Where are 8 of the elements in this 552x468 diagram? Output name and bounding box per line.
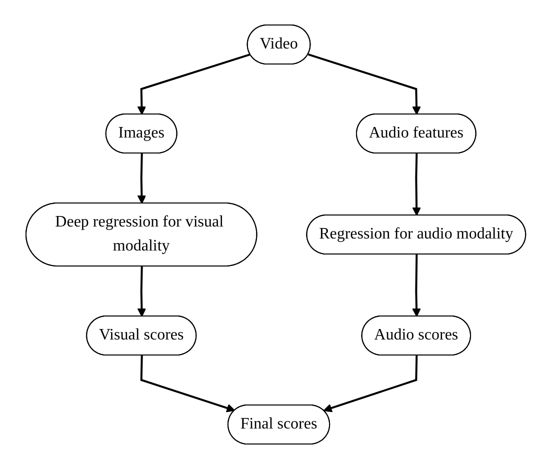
arrow [308, 52, 422, 114]
arrow [138, 52, 251, 114]
arrow [412, 254, 422, 316]
arrow [412, 152, 422, 216]
arrow [140, 354, 236, 412]
arrow [324, 354, 418, 412]
arrow [138, 152, 146, 204]
arrow [138, 266, 146, 316]
